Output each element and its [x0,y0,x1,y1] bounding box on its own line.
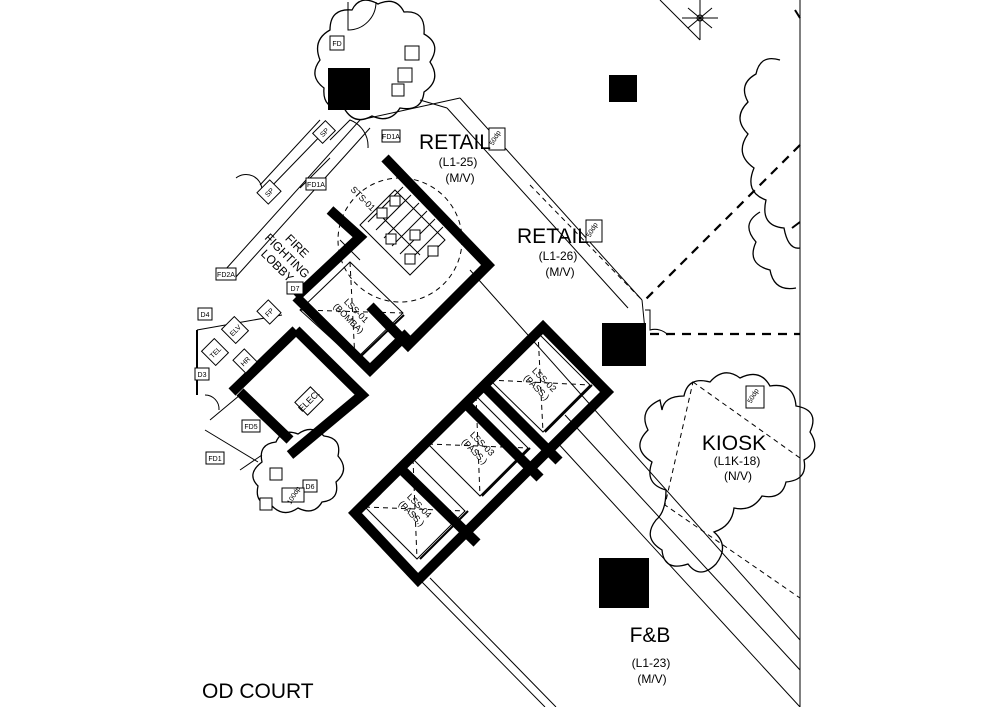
tag-fd1: FD1 [208,456,221,463]
tag-sp-b: SP [319,127,331,139]
kiosk-outline [664,381,801,599]
structural-columns [328,68,649,608]
tag-fd1a-a: FD1A [382,134,400,141]
room-code: (L1-25) [439,155,478,169]
core-walls [228,154,615,588]
room-note: (N/V) [724,469,752,483]
room-name: F&B [630,624,671,647]
tag-fd1a-b: FD1A [307,182,325,189]
room-code: (L1-26) [539,249,578,263]
room-note: (M/V) [545,265,574,279]
stair-label: STS-01 [349,184,378,213]
room-name: RETAIL [517,225,589,248]
tag-d4: D4 [201,312,210,319]
room-kiosk: KIOSK (L1K-18) (N/V) [702,432,766,483]
room-retail-l1-26: RETAIL (L1-26) (M/V) [517,225,589,279]
tag-fd2a: FD2A [217,272,235,279]
room-code: (L1-23) [632,656,671,670]
room-code: (L1K-18) [714,454,761,468]
room-note: (M/V) [637,672,666,686]
ceiling-fan-symbol [682,0,801,229]
tag-d3: D3 [198,372,207,379]
lift-cars [299,261,593,560]
room-name: KIOSK [702,432,766,455]
corridor-walls [196,97,461,471]
room-fnb: F&B (L1-23) (M/V) [630,624,671,686]
stair-sts-01 [337,177,463,303]
tag-fp: FP [264,307,276,319]
tag-sp: SP [264,187,276,199]
room-name: RETAIL [419,131,491,154]
tag-d6: D6 [306,484,315,491]
tag-d7: D7 [291,286,300,293]
tag-fd5: FD5 [244,424,257,431]
door-swings [204,1,669,411]
room-food-court: OD COURT [202,680,314,703]
room-note: (M/V) [445,171,474,185]
lift-labels: LSS-01 (BOMBA) LSS-02 (PASS.) LSS-03 (PA… [331,297,558,529]
lease-dashed-lines [529,144,801,336]
tag-fd: FD [332,41,341,48]
room-retail-l1-25: RETAIL (L1-25) (M/V) [419,131,491,185]
equipment-tags: FD FD1A FD1A FD2A D7 FD5 FD1 D6 D4 D3 TE… [194,35,765,511]
